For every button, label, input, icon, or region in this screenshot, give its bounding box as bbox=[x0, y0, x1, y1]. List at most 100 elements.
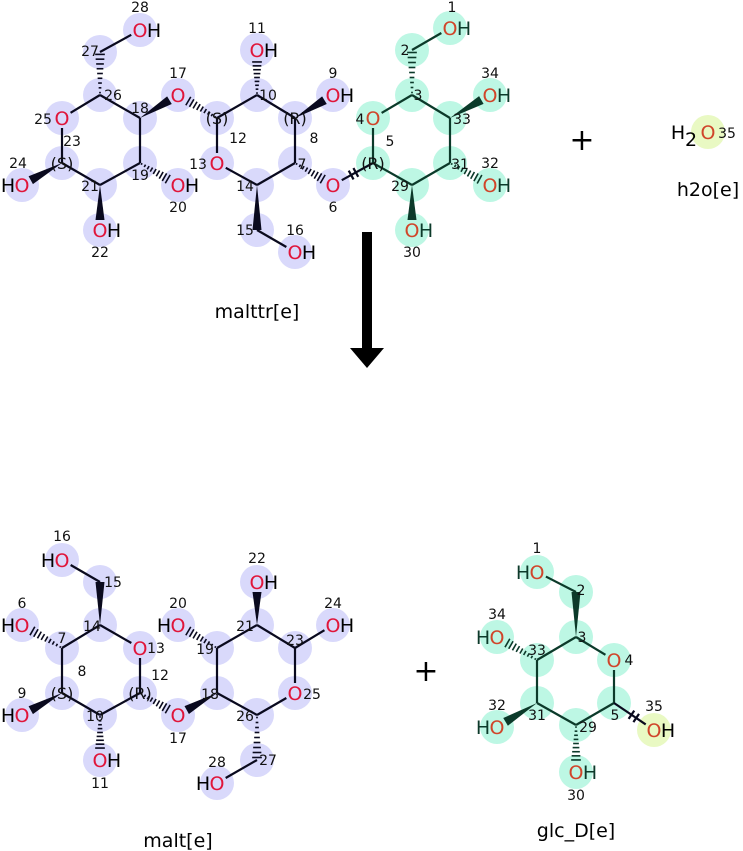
hash-bond bbox=[140, 162, 171, 184]
hash-bond bbox=[571, 726, 581, 761]
atom-number: 2 bbox=[577, 583, 586, 599]
atom-highlight bbox=[83, 213, 117, 247]
atom-number: 16 bbox=[53, 529, 71, 545]
single-bond bbox=[381, 94, 413, 114]
atom-number: 30 bbox=[567, 788, 585, 804]
oxygen-atom-label: O bbox=[701, 122, 716, 144]
reaction-arrow-shaft bbox=[362, 232, 372, 350]
stereo-label: (R) bbox=[128, 684, 152, 703]
atom-number: 3 bbox=[414, 88, 423, 104]
hydrogen-label: H bbox=[516, 562, 530, 584]
atom-number: 29 bbox=[579, 720, 597, 736]
reactant-name-h2o: h2o[e] bbox=[677, 179, 739, 201]
hash-bond bbox=[185, 626, 217, 649]
atom-number: 9 bbox=[329, 66, 338, 82]
single-bond bbox=[70, 564, 101, 583]
hash-bond bbox=[252, 61, 262, 94]
oxygen-atom-label: O bbox=[288, 683, 303, 705]
wedge-bond bbox=[140, 96, 172, 118]
atom-number: 32 bbox=[481, 156, 499, 172]
atom-number: 1 bbox=[533, 541, 542, 557]
oxygen-atom-label: O bbox=[210, 153, 225, 175]
single-bond bbox=[61, 692, 101, 716]
single-bond bbox=[536, 636, 577, 661]
oxygen-atom-label: O bbox=[288, 242, 303, 264]
hydrogen-label: H bbox=[264, 572, 278, 594]
oxygen-atom-label: O bbox=[483, 85, 498, 107]
hash-bond bbox=[140, 692, 171, 714]
product-name-glc: glc_D[e] bbox=[537, 820, 615, 842]
hash-bond bbox=[252, 716, 262, 759]
atom-number: 7 bbox=[58, 631, 67, 647]
atom-number: 34 bbox=[488, 607, 506, 623]
atom-number: 4 bbox=[625, 653, 634, 669]
single-bond bbox=[256, 229, 287, 248]
atom-number: 20 bbox=[169, 596, 187, 612]
atom-number: 30 bbox=[403, 245, 421, 261]
hash-bond bbox=[450, 162, 483, 184]
atom-number: 29 bbox=[391, 179, 409, 195]
wedge-bond bbox=[295, 96, 327, 118]
atom-highlight bbox=[356, 101, 390, 135]
oxygen-atom-label: O bbox=[405, 220, 420, 242]
hash-bond bbox=[407, 51, 417, 94]
oxygen-atom-label: O bbox=[171, 85, 186, 107]
oxygen-atom-label: O bbox=[250, 40, 265, 62]
reactant-name-malttr: malttr[e] bbox=[215, 301, 300, 323]
single-bond bbox=[216, 624, 258, 649]
single-bond bbox=[294, 629, 326, 649]
oxygen-atom-label: O bbox=[171, 705, 186, 727]
atom-highlight bbox=[200, 766, 234, 800]
hydrogen-label: H bbox=[264, 40, 278, 62]
atom-highlight bbox=[316, 608, 350, 642]
hydrogen-label: H bbox=[1, 705, 15, 727]
hydrogen-label: H bbox=[41, 550, 55, 572]
stereo-label: (R) bbox=[361, 154, 385, 173]
wedge-bond bbox=[503, 703, 537, 726]
wedge-bond bbox=[450, 96, 484, 118]
atom-number: 14 bbox=[236, 179, 254, 195]
single-bond bbox=[256, 624, 296, 649]
wedge-bond bbox=[28, 693, 62, 715]
wedge-bond bbox=[571, 592, 581, 637]
atom-number: 27 bbox=[81, 44, 99, 60]
oxygen-atom-label: O bbox=[15, 175, 30, 197]
hydrogen-label: H bbox=[107, 750, 121, 772]
hydrogen-label: H bbox=[147, 20, 161, 42]
wedge-bond bbox=[184, 693, 217, 715]
hydrogen-label: H bbox=[583, 762, 597, 784]
atom-number: 23 bbox=[286, 633, 304, 649]
wedge-bond bbox=[407, 185, 417, 220]
single-bond bbox=[99, 94, 141, 119]
single-bond bbox=[545, 575, 577, 593]
atom-number: 28 bbox=[131, 0, 149, 16]
subscript-label: 2 bbox=[685, 129, 697, 151]
oxygen-atom-label: O bbox=[171, 615, 186, 637]
single-bond bbox=[575, 636, 607, 656]
oxygen-atom-label: O bbox=[366, 108, 381, 130]
atom-number: 12 bbox=[151, 668, 169, 684]
oxygen-atom-label: O bbox=[530, 562, 545, 584]
atom-number: 33 bbox=[453, 112, 471, 128]
reaction-annotations: + + malttr[e] h2o[e] malt[e] glc_D[e] bbox=[143, 123, 739, 851]
atom-number: 19 bbox=[131, 168, 149, 184]
atom-number: 11 bbox=[248, 21, 266, 37]
atom-highlight bbox=[278, 235, 312, 269]
atom-number: 35 bbox=[718, 126, 736, 142]
hash-bond bbox=[95, 716, 105, 749]
reaction-arrow-head-icon bbox=[350, 348, 384, 368]
single-bond bbox=[99, 33, 132, 53]
atom-number: 7 bbox=[298, 157, 307, 173]
oxygen-atom-label: O bbox=[326, 85, 341, 107]
atom-number: 35 bbox=[645, 699, 663, 715]
hydrogen-label: H bbox=[497, 85, 511, 107]
atom-number: 10 bbox=[259, 88, 277, 104]
atom-number: 23 bbox=[63, 134, 81, 150]
atom-number: 8 bbox=[310, 131, 319, 147]
atom-number: 19 bbox=[196, 642, 214, 658]
wedge-bond bbox=[252, 592, 262, 625]
atom-number: 21 bbox=[81, 179, 99, 195]
oxygen-atom-label: O bbox=[483, 175, 498, 197]
single-bond bbox=[69, 94, 101, 114]
